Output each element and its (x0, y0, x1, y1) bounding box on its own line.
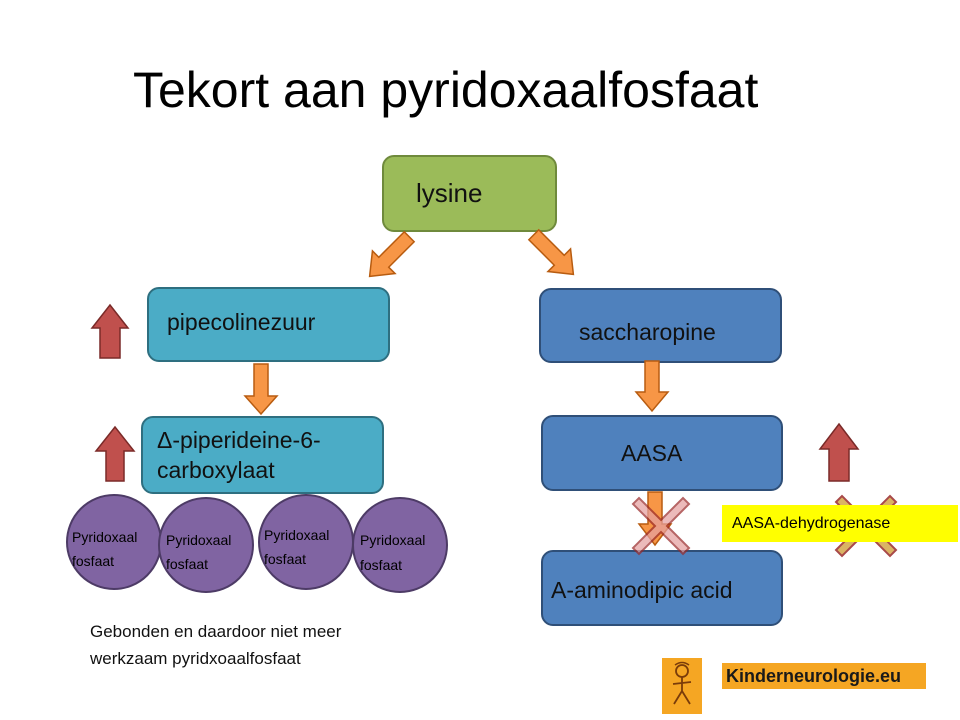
circle-label-line1: Pyridoxaal (264, 527, 330, 543)
increase-arrow-icon (94, 425, 136, 482)
increase-arrow-icon (818, 422, 860, 482)
node-aasa: AASA (541, 415, 783, 491)
node-piperideine-line2: carboxylaat (157, 457, 275, 483)
note-line1: Gebonden en daardoor niet meer (90, 622, 342, 641)
node-pipecolinezuur: pipecolinezuur (147, 287, 390, 362)
circle-label-line1: Pyridoxaal (72, 529, 138, 545)
pyridoxaalfosfaat-circle: Pyridoxaal fosfaat (158, 497, 254, 593)
circle-label-line2: fosfaat (264, 551, 307, 567)
circle-label-line2: fosfaat (166, 556, 209, 572)
pyridoxaalfosfaat-circle: Pyridoxaal fosfaat (352, 497, 448, 593)
circle-label-line1: Pyridoxaal (166, 532, 232, 548)
enzyme-label: AASA-dehydrogenase (722, 505, 958, 542)
node-pipecolinezuur-label: pipecolinezuur (167, 309, 316, 335)
arrow-saccharopine-to-aasa (634, 360, 670, 413)
bound-pyridoxal-note: Gebonden en daardoor niet meer werkzaam … (90, 618, 341, 672)
node-lysine: lysine (382, 155, 557, 232)
child-figure-icon (662, 658, 702, 714)
node-piperideine: Δ-piperideine-6- carboxylaat (141, 416, 384, 494)
node-aasa-label: AASA (621, 439, 683, 466)
circle-label-line1: Pyridoxaal (360, 532, 426, 548)
logo-text[interactable]: Kinderneurologie.eu (722, 663, 926, 689)
node-aminodipic-label: A-aminodipic acid (551, 576, 733, 603)
slide-title: Tekort aan pyridoxaalfosfaat (133, 62, 759, 118)
arrow-pipecolinezuur-to-piperideine (243, 363, 279, 416)
node-saccharopine: saccharopine (539, 288, 782, 363)
pyridoxaalfosfaat-circle: Pyridoxaal fosfaat (258, 494, 354, 590)
circle-label-line2: fosfaat (360, 557, 403, 573)
increase-arrow-icon (90, 303, 130, 359)
node-aminodipic: A-aminodipic acid (541, 550, 783, 626)
circle-label-line2: fosfaat (72, 553, 115, 569)
arrow-lysine-to-pipecolinezuur (368, 230, 416, 278)
node-saccharopine-label: saccharopine (579, 319, 716, 345)
node-lysine-label: lysine (416, 178, 483, 208)
node-piperideine-line1: Δ-piperideine-6- (157, 427, 321, 453)
pyridoxaalfosfaat-circle: Pyridoxaal fosfaat (66, 494, 162, 590)
blocked-cross-icon (631, 496, 691, 556)
note-line2: werkzaam pyridxoaalfosfaat (90, 649, 301, 668)
arrow-lysine-to-saccharopine (527, 228, 575, 276)
